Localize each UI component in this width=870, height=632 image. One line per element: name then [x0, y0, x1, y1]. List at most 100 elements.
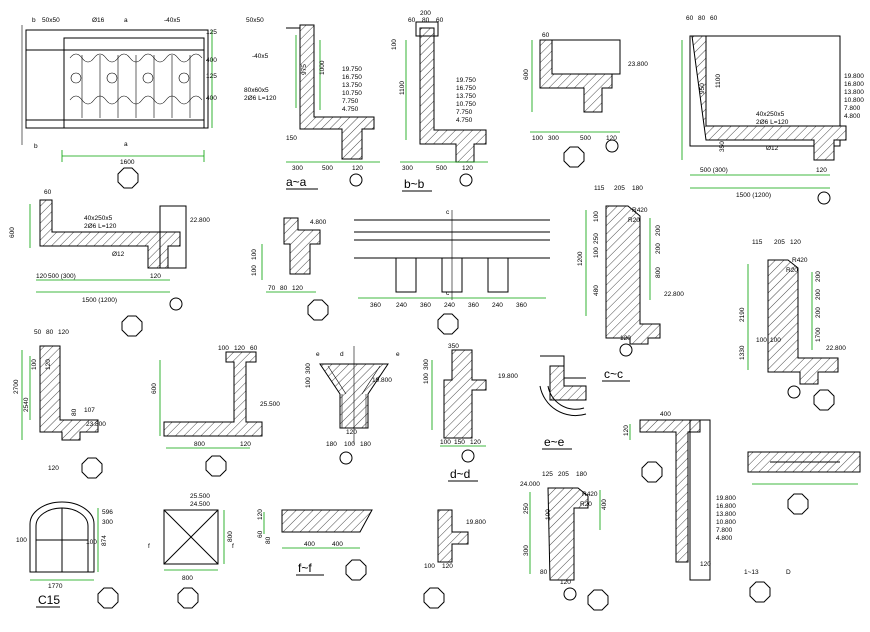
section-title-c-c: c~c: [604, 367, 623, 381]
dim: 100: [440, 439, 451, 446]
dim: 80: [540, 569, 548, 576]
window-title: C15: [38, 593, 60, 607]
dim: 400: [660, 411, 671, 418]
dim: 500: [580, 135, 591, 142]
dim: 975: [301, 64, 308, 75]
dim: 120: [442, 563, 453, 570]
section-marker-octagon: [641, 461, 663, 483]
dim: 300: [423, 359, 430, 370]
dim: 1000: [319, 60, 326, 75]
level: 16.800: [844, 81, 864, 88]
mark-e-left: e: [316, 351, 320, 358]
dim: 240: [492, 302, 503, 309]
dim: 100: [545, 509, 552, 520]
label-radius: R20: [628, 217, 640, 224]
dim: 500: [436, 165, 447, 172]
detail-cornice-d: 115 205 180 100 250 100 200 200 800 480 …: [577, 185, 684, 357]
dim: 300: [292, 165, 303, 172]
dim: 115: [594, 185, 605, 192]
dim: 400: [304, 541, 315, 548]
label-radius: R20: [580, 501, 592, 508]
dim: 250: [593, 233, 600, 244]
dim: 400: [601, 499, 608, 510]
dim: 120: [45, 359, 52, 370]
dim: 600: [523, 69, 530, 80]
level: 24.000: [520, 481, 540, 488]
detail-cornice-e: 115 205 120 200 200 200 2190 1700 1330 1…: [739, 239, 846, 411]
dim: 150: [454, 439, 465, 446]
dim: 150: [286, 135, 297, 142]
angle-label: 50x50: [42, 17, 60, 24]
dim: 2700: [13, 379, 20, 394]
detail-callout-circle: [339, 451, 353, 465]
detail-step: 4.800 100 100 70 80 120: [251, 217, 329, 321]
dim: 60: [710, 15, 718, 22]
dim: 115: [752, 239, 763, 246]
detail-a-a: 50x50 -40x5 80x60x5 2Ø6 L=120 19.750 16.…: [244, 17, 380, 190]
detail-d-d: 350 100 300 100 150 120 19.800 d~d: [423, 343, 518, 482]
detail-wall-a: 50 80 120 100 120 2700 2540 80 120 107 2…: [13, 329, 106, 479]
dim: 120: [816, 167, 827, 174]
dim: 300: [402, 165, 413, 172]
level: 10.800: [844, 97, 864, 104]
dim: 1500 (1200): [736, 192, 771, 199]
detail-b-b: 200 60 80 60 100 1100 300 500 120 19.750…: [391, 10, 488, 192]
dim: 100: [532, 135, 543, 142]
dim: 800: [655, 267, 662, 278]
iron-scroll-pattern: [69, 53, 203, 118]
dim: 120: [36, 273, 47, 280]
detail-sill: [747, 451, 861, 515]
detail-eave-large: 60 80 60 1100 950 350 500 (300) 120 1500…: [681, 15, 864, 205]
dim: 500: [322, 165, 333, 172]
dim: 1700: [815, 327, 822, 342]
sheet-footer: 1~13 D: [744, 569, 791, 603]
dim: 100: [593, 247, 600, 258]
level: 13.800: [844, 89, 864, 96]
level: 16.750: [342, 74, 362, 81]
mark-a-bottom: a: [124, 141, 128, 148]
level: 4.800: [716, 535, 733, 542]
section-marker-octagon: [787, 493, 809, 515]
dim: 80: [265, 536, 272, 544]
section-marker-octagon: [81, 457, 103, 479]
dim: 80: [46, 329, 54, 336]
dim: 120: [150, 273, 161, 280]
label-angle: 50x50: [246, 17, 264, 24]
dim: 100: [251, 265, 258, 276]
dim: 120: [234, 345, 245, 352]
label-radius: R20: [786, 267, 798, 274]
level: 4.750: [342, 106, 359, 113]
dim: 240: [396, 302, 407, 309]
dim: 500 (300): [48, 273, 76, 280]
dim: 360: [370, 302, 381, 309]
right-dim-1: 125: [206, 29, 217, 36]
dim: 400: [332, 541, 343, 548]
label-radius: R420: [632, 207, 648, 214]
level: 7.800: [844, 105, 861, 112]
elevation-c: c c 360 240 360 240 360 240 360: [354, 209, 550, 335]
level: 19.800: [716, 495, 736, 502]
detail-e-e: c~c e~e: [539, 355, 630, 450]
dim: 950: [699, 83, 706, 94]
plan-square: 25.500 24.500 800 800 f f: [148, 493, 234, 609]
level: 22.800: [190, 217, 210, 224]
dim: 1330: [739, 345, 746, 360]
detail-callout-circle: [563, 587, 577, 601]
dim: 200: [420, 10, 431, 17]
right-dim-4: 400: [206, 95, 217, 102]
detail-callout-circle: [817, 191, 831, 205]
level: 7.750: [342, 98, 359, 105]
mark-f-left: f: [148, 543, 150, 550]
dim: 100: [86, 539, 97, 546]
level: 4.750: [456, 117, 473, 124]
label-rod: Ø12: [766, 145, 779, 152]
dim: 1200: [577, 251, 584, 266]
section-marker-octagon: [307, 299, 329, 321]
dim: 200: [815, 289, 822, 300]
dim: 350: [719, 141, 726, 152]
dim: 240: [444, 302, 455, 309]
dim: 180: [576, 471, 587, 478]
dim: 300: [305, 363, 312, 374]
dim: 100: [218, 345, 229, 352]
dim: 180: [326, 441, 337, 448]
